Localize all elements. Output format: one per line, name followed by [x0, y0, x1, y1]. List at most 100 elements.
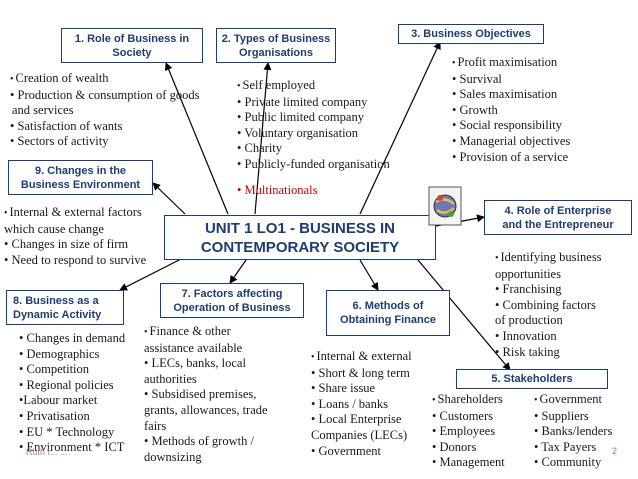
central-title-line-2: CONTEMPORARY SOCIETY	[200, 238, 400, 256]
list-item: • Charity	[237, 141, 283, 156]
list-item: •Labour market	[19, 393, 98, 408]
list-spacer	[237, 173, 390, 183]
list-role-of-enterprise: •Identifying business opportunities • Fr…	[495, 250, 602, 360]
list-item: • Banks/lenders	[534, 424, 613, 439]
arrow-to-box-6	[359, 259, 379, 291]
list-item: •Creation of wealth	[10, 71, 109, 85]
list-item: • Employees	[432, 424, 496, 439]
list-item: • Production & consumption of goods	[10, 87, 200, 102]
box-6-line-2: Obtaining Finance	[340, 314, 436, 326]
globe-gears-clipart-icon	[428, 186, 462, 226]
list-item: • Tax Payers	[534, 439, 597, 454]
arrow-to-box-8	[119, 257, 184, 291]
list-item: • Suppliers	[534, 408, 589, 423]
list-factors-affecting: •Finance & other assistance available • …	[144, 324, 268, 465]
list-item: •Government	[534, 392, 602, 406]
box-1-line-2: Society	[112, 46, 152, 59]
list-item: • Combining factors	[495, 297, 596, 312]
list-item: • Competition	[19, 362, 90, 377]
arrow-to-box-2	[254, 62, 272, 215]
list-item: • Subsidised premises,	[144, 387, 257, 402]
arrow-to-box-7	[229, 259, 247, 284]
box-2-line-1: 2. Types of Business	[221, 32, 331, 45]
footer-author: Ruth I... ...	[26, 447, 68, 457]
list-item: which cause change	[4, 221, 104, 236]
list-item: opportunities	[495, 266, 561, 281]
box-6-line-1: 6. Methods of	[352, 300, 424, 312]
box-4-line-1: 4. Role of Enterprise	[504, 204, 612, 217]
list-item: • Management	[432, 455, 505, 470]
list-item: • Government	[311, 443, 381, 458]
list-types-of-organisations: •Self employed • Private limited company…	[237, 78, 390, 198]
list-item: and services	[12, 103, 74, 118]
topic-box-methods-of-finance: 6. Methods of Obtaining Finance	[326, 290, 450, 336]
list-item: • Private limited company	[237, 94, 368, 109]
list-item: •Finance & other	[144, 324, 231, 338]
box-9-line-2: Business Environment	[20, 178, 141, 191]
list-item: • Environment * ICT	[19, 440, 125, 455]
box-8-line-2: Dynamic Activity	[13, 308, 102, 321]
central-title: UNIT 1 LO1 - BUSINESS IN CONTEMPORARY SO…	[164, 215, 436, 260]
arrow-to-box-3	[359, 41, 441, 215]
list-item: • Share issue	[311, 381, 376, 396]
list-item: • Loans / banks	[311, 396, 388, 411]
list-item: • Privatisation	[19, 408, 90, 423]
list-item: • Provision of a service	[452, 149, 569, 164]
box-9-line-1: 9. Changes in the	[34, 164, 127, 177]
page-number: 2	[612, 446, 618, 456]
list-item: of production	[495, 313, 563, 328]
list-item: • Community	[534, 455, 602, 470]
list-item: • LECs, banks, local	[144, 356, 246, 371]
box-5-line-1: 5. Stakeholders	[491, 373, 573, 385]
list-item: • Changes in size of firm	[4, 237, 129, 252]
list-item: • Innovation	[495, 328, 557, 343]
list-item: • Social responsibility	[452, 118, 562, 133]
topic-box-business-objectives: 3. Business Objectives	[398, 24, 544, 44]
list-item: • Local Enterprise	[311, 412, 402, 427]
list-item: • Risk taking	[495, 344, 560, 359]
list-item: Companies (LECs)	[311, 427, 408, 442]
list-business-objectives: •Profit maximisation • Survival • Sales …	[452, 55, 570, 165]
box-7-line-1: 7. Factors affecting	[181, 287, 283, 300]
list-item: • Methods of growth /	[144, 434, 254, 449]
list-dynamic-activity: • Changes in demand • Demographics • Com…	[19, 331, 125, 456]
list-item: •Identifying business	[495, 250, 602, 264]
list-item: •Internal & external factors	[4, 205, 142, 219]
list-item: • Short & long term	[311, 365, 410, 380]
list-item: • Need to respond to survive	[4, 252, 147, 267]
list-item: downsizing	[144, 449, 202, 464]
list-item: • Survival	[452, 71, 502, 86]
list-item: •Internal & external	[311, 349, 412, 363]
list-item: • Satisfaction of wants	[10, 118, 123, 133]
list-item: • Customers	[432, 408, 493, 423]
box-3-line-1: 3. Business Objectives	[411, 28, 531, 40]
list-item: •Self employed	[237, 78, 316, 92]
list-item: • Demographics	[19, 346, 100, 361]
central-title-line-1: UNIT 1 LO1 - BUSINESS IN	[204, 219, 395, 237]
box-1-line-1: 1. Role of Business in	[74, 32, 190, 45]
box-7-line-2: Operation of Business	[173, 301, 291, 314]
list-item: • Managerial objectives	[452, 133, 571, 148]
list-item: • Public limited company	[237, 110, 364, 125]
list-item: • Sectors of activity	[10, 134, 109, 149]
box-2-line-2: Organisations	[239, 46, 313, 59]
list-item: • Publicly-funded organisation	[237, 156, 390, 171]
list-item: • Growth	[452, 102, 498, 117]
list-item: • Franchising	[495, 282, 562, 297]
list-item: fairs	[144, 418, 167, 433]
list-item: • Multinationals	[237, 182, 318, 197]
list-item: • Voluntary organisation	[237, 125, 359, 140]
box-4-line-2: and the Entrepreneur	[502, 218, 614, 231]
arrow-to-box-1	[164, 62, 229, 215]
list-methods-of-finance: •Internal & external • Short & long term…	[311, 349, 412, 459]
list-changes-environment: •Internal & external factors which cause…	[4, 205, 146, 268]
arrow-to-box-9	[152, 182, 186, 215]
topic-box-stakeholders: 5. Stakeholders	[456, 369, 608, 389]
list-item: authorities	[144, 371, 197, 386]
